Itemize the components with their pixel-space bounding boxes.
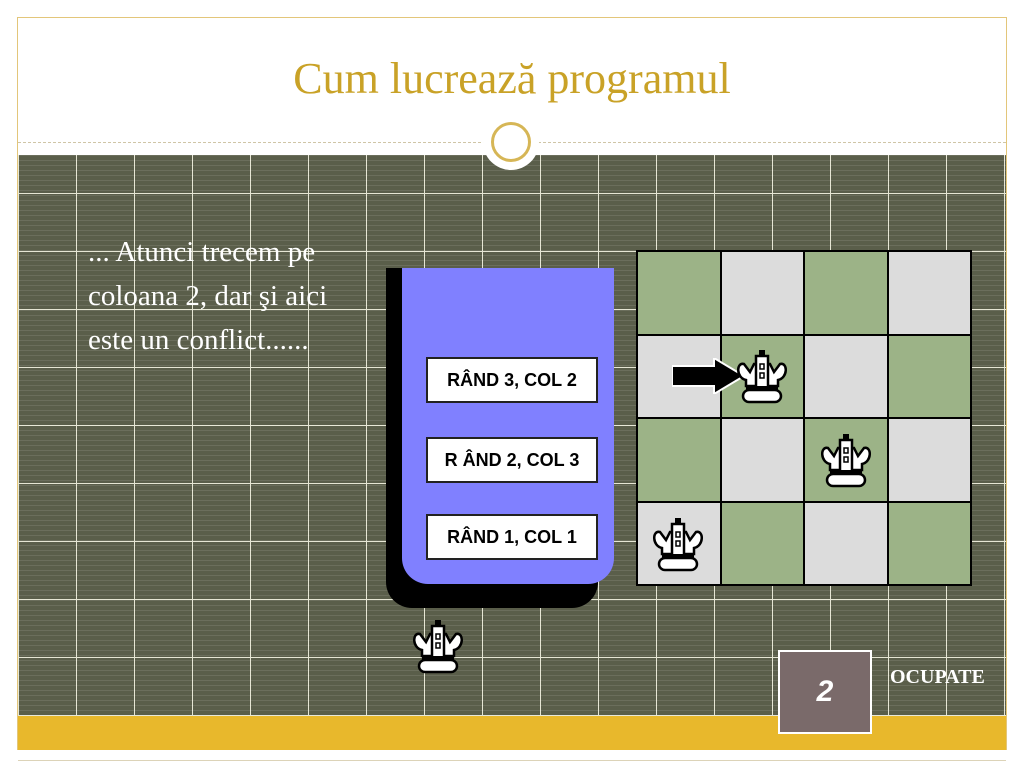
board-cell [721, 252, 803, 334]
slide-title: Cum lucrează programul [293, 54, 731, 103]
board-cell [721, 502, 803, 584]
ocupate-label: OCUPATE [890, 666, 985, 688]
queen-icon [736, 348, 788, 404]
step-number-box: 2 [778, 650, 872, 734]
bottom-divider [18, 760, 1006, 761]
board-cell [805, 502, 887, 584]
arrow-right-icon [672, 358, 746, 394]
board-cell [638, 252, 720, 334]
board-cell [805, 252, 887, 334]
queen-icon [820, 432, 872, 488]
queen-icon [412, 618, 464, 674]
queen-icon [652, 516, 704, 572]
board-cell [888, 252, 970, 334]
body-text: ... Atunci trecem pe coloana 2, dar şi a… [88, 236, 328, 356]
board-cell [888, 419, 970, 501]
ring-ornament-icon [483, 114, 539, 170]
board-cell [888, 335, 970, 417]
stack-item: RÂND 1, COL 1 [426, 514, 598, 560]
stack-item: RÂND 3, COL 2 [426, 357, 598, 403]
board-cell [805, 335, 887, 417]
stack-item: R ÂND 2, COL 3 [426, 437, 598, 483]
board-cell [888, 502, 970, 584]
board-cell [638, 419, 720, 501]
board-cell [721, 419, 803, 501]
